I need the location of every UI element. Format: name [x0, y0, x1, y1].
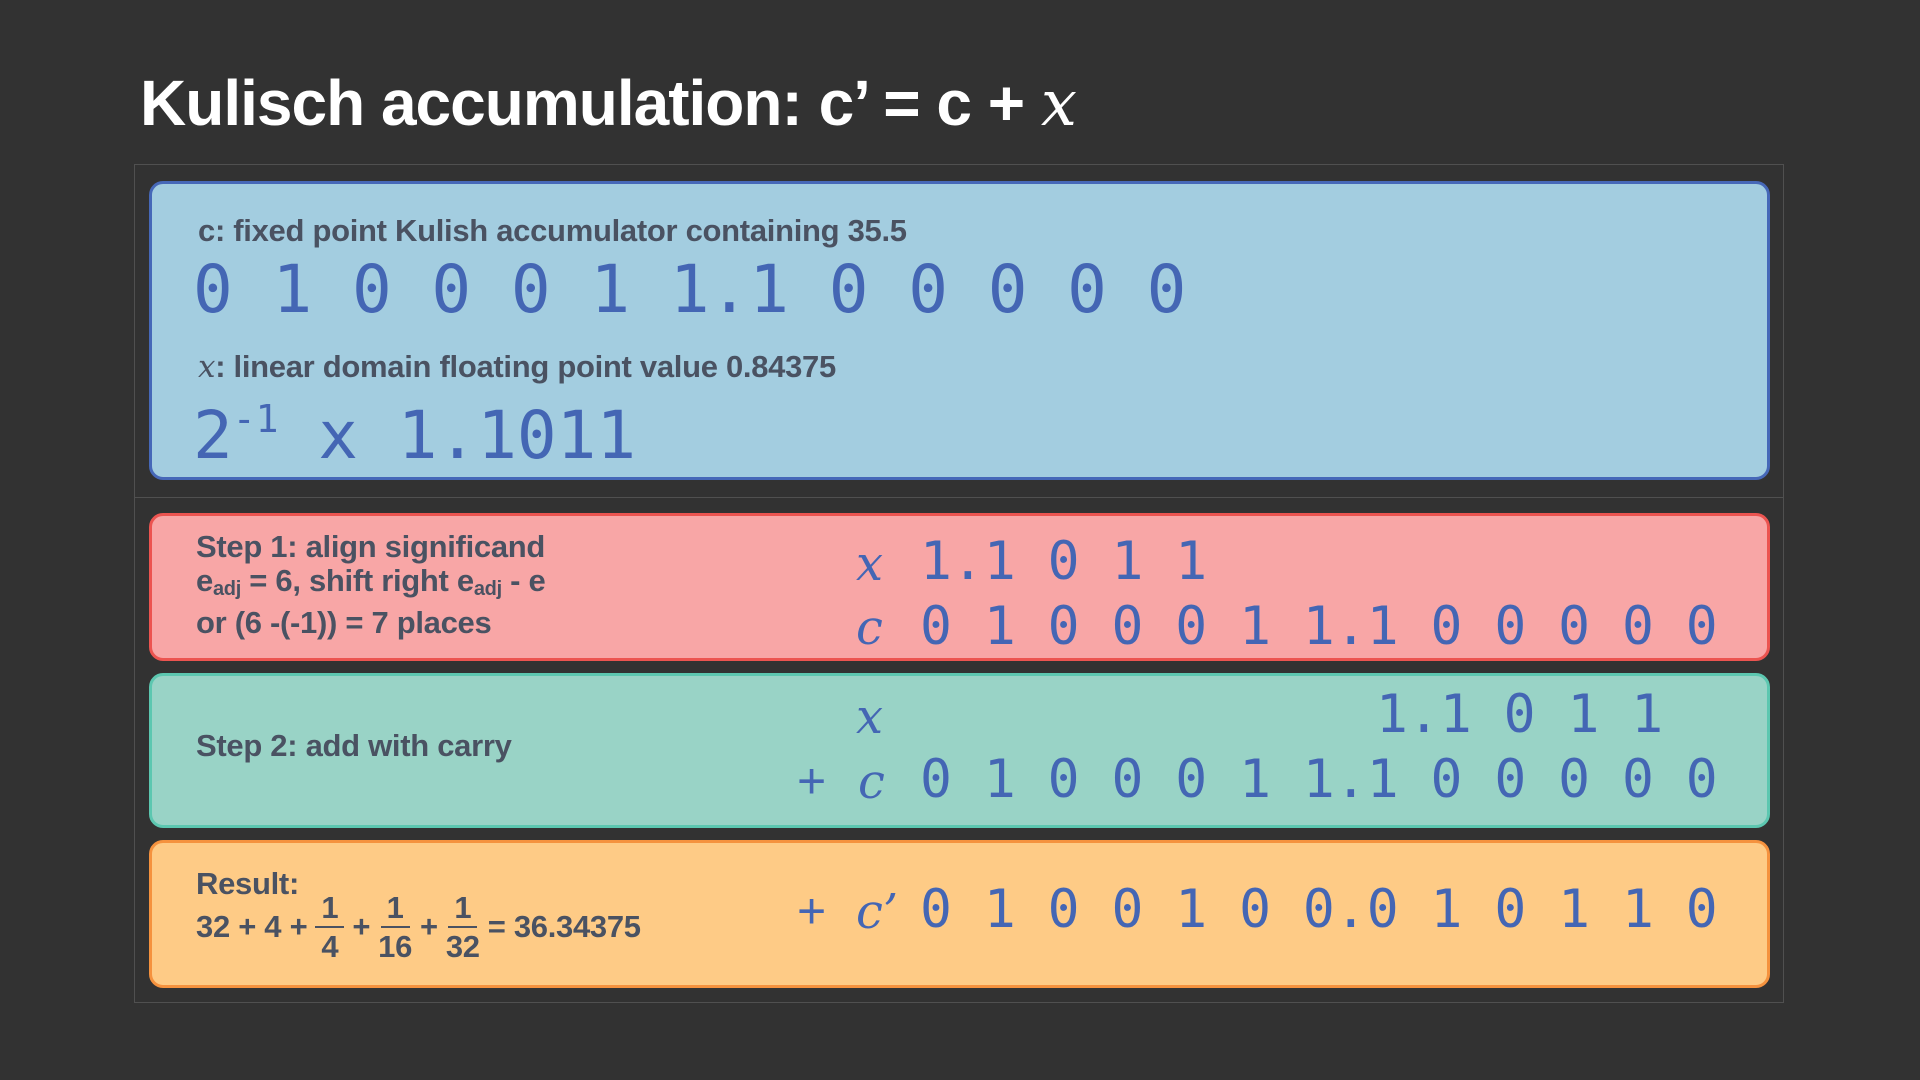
- result-expr-start: 32 + 4 +: [196, 909, 308, 945]
- step1-x-symbol: x: [856, 536, 884, 592]
- step2-label: Step 2: add with carry: [196, 728, 512, 763]
- step1-places: or (6 -(-1)) = 7 places: [196, 605, 492, 640]
- step1-box: [149, 513, 1770, 661]
- step1-title: Step 1: align significand: [196, 529, 546, 564]
- step1-x-bits: 1.1 0 1 1: [920, 531, 1208, 592]
- x-exponent: -1: [232, 397, 279, 441]
- c-bits: 0 1 0 0 0 1 1.1 0 0 0 0 0: [193, 251, 1187, 328]
- result-plus-sign: +: [797, 883, 827, 939]
- x-definition-text: : linear domain floating point value 0.8…: [215, 349, 836, 384]
- step1-label: Step 1: align significand eadj = 6, shif…: [196, 529, 546, 640]
- step1-eadj: eadj = 6, shift right eadj - e: [196, 563, 546, 601]
- slide-title: Kulisch accumulation: c’ = c + x: [140, 66, 1077, 141]
- c-definition-label: c: fixed point Kulish accumulator contai…: [198, 213, 907, 248]
- x-var: x: [198, 349, 216, 385]
- step2-c-bits: 0 1 0 0 0 1 1.1 0 0 0 0 0: [920, 749, 1718, 810]
- step1-c-symbol: c: [856, 600, 883, 656]
- result-c-prime-symbol: c’: [856, 884, 899, 940]
- step2-c-symbol: c: [858, 754, 885, 810]
- diagram-frame: [134, 164, 1784, 1003]
- step2-box: [149, 673, 1770, 828]
- x-base: 2: [193, 397, 233, 474]
- step2-x-bits: 1.1 0 1 1: [1376, 684, 1664, 745]
- step1-c-bits: 0 1 0 0 0 1 1.1 0 0 0 0 0: [920, 596, 1718, 657]
- result-label: Result:: [196, 866, 299, 901]
- result-c-prime-bits: 0 1 0 0 1 0 0.0 1 0 1 1 0: [920, 879, 1718, 940]
- x-significand: x 1.1011: [278, 397, 637, 474]
- step2-x-symbol: x: [856, 689, 884, 745]
- section-divider: [134, 497, 1784, 498]
- title-var-x: x: [1040, 67, 1077, 141]
- result-sum: = 36.34375: [487, 909, 641, 945]
- title-text: Kulisch accumulation: c’ = c +: [140, 67, 1041, 139]
- definitions-box: [149, 181, 1770, 480]
- result-box: [149, 840, 1770, 988]
- step2-plus-sign: +: [797, 753, 827, 809]
- x-float-value: 2-1 x 1.1011: [193, 400, 636, 469]
- x-definition-label: x: linear domain floating point value 0.…: [198, 349, 836, 386]
